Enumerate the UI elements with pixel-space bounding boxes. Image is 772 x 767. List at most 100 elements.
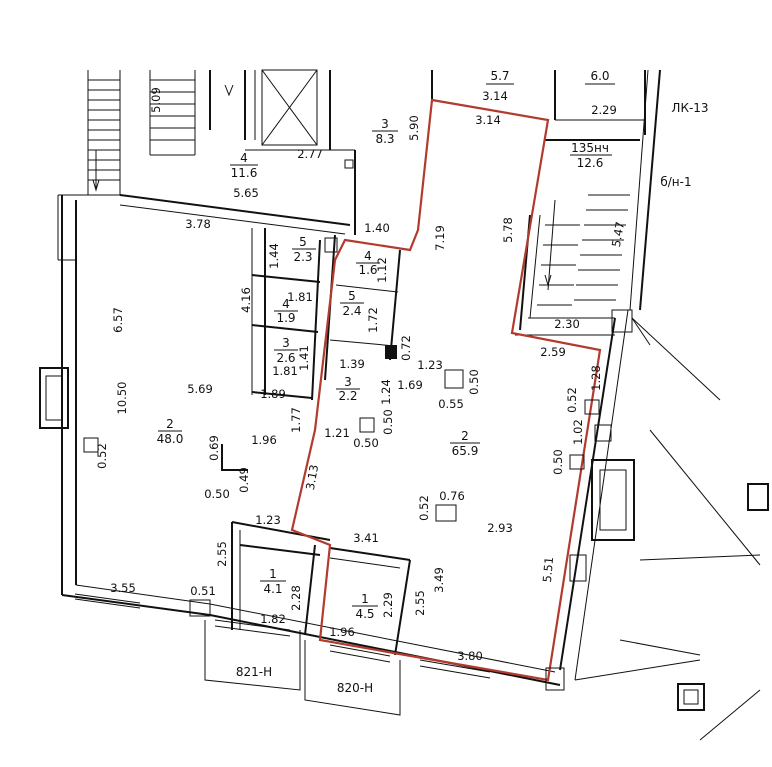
marker	[385, 345, 397, 359]
room-area: 4.5	[355, 607, 374, 621]
label-bn1: б/н-1	[660, 175, 691, 189]
room-area: 12.6	[577, 156, 604, 170]
dimension-value: 5.09	[149, 87, 163, 113]
room-area: 2.6	[276, 351, 295, 365]
dimension-value: 2.29	[381, 592, 395, 618]
marker	[344, 159, 354, 169]
dimension-value: 0.52	[417, 495, 431, 521]
room-area: 1.6	[358, 263, 377, 277]
room-labels: 2 48.0 2 65.9 4 11.6 3 8.3 5 2.3 4 1.9 3…	[157, 69, 615, 621]
dimension-value: 1.23	[417, 358, 443, 372]
room-area: 48.0	[157, 432, 184, 446]
room-area: 4.1	[263, 582, 282, 596]
room-area: 2.3	[293, 250, 312, 264]
room-index: 6.0	[590, 69, 609, 83]
dimension-value: 0.52	[95, 443, 109, 469]
arrow-icon	[92, 179, 100, 192]
dimension-value: 5.78	[501, 217, 515, 243]
dimension-value: 2.59	[540, 345, 566, 359]
dimension-value: 1.77	[289, 407, 303, 433]
label-lk13: ЛК-13	[671, 101, 708, 115]
dimension-value: 0.50	[381, 409, 395, 435]
dimension-value: 1.02	[571, 419, 585, 445]
dimension-value: 1.44	[267, 243, 281, 269]
dimension-value: 0.51	[190, 584, 216, 598]
dimension-value: 5.90	[407, 115, 421, 141]
dimension-value: 3.55	[110, 581, 136, 595]
room-area: 2.4	[342, 304, 361, 318]
dimension-value: 0.69	[207, 435, 221, 461]
dimension-value: 0.50	[353, 436, 379, 450]
windows	[39, 309, 769, 711]
stair-right	[537, 194, 630, 306]
arrow-icon	[544, 274, 552, 287]
room-index: 4	[364, 249, 372, 263]
dimension-value: 3.41	[353, 531, 379, 545]
dimension-value: 10.50	[115, 382, 129, 415]
dimension-value: 0.52	[565, 387, 579, 413]
dimension-value: 2.93	[487, 521, 513, 535]
exterior-lines	[574, 317, 761, 741]
annotations: ЛК-13 б/н-1 821-Н 820-Н	[236, 101, 709, 695]
label-820n: 820-Н	[337, 681, 373, 695]
dimension-value: 1.96	[251, 433, 277, 447]
dimension-value: 1.41	[297, 345, 311, 371]
dimension-value: 0.49	[237, 467, 251, 493]
dimension-value: 1.96	[329, 625, 355, 639]
dimension-value: 5.65	[233, 186, 259, 200]
dimension-value: 1.81	[272, 364, 298, 378]
dimension-value: 0.55	[438, 397, 464, 411]
room-index: 4	[282, 297, 290, 311]
dimension-value: 1.89	[260, 387, 286, 401]
dimension-value: 0.76	[439, 489, 465, 503]
arrow-icon	[224, 84, 234, 97]
dimension-value: 5.47	[609, 220, 627, 248]
dimension-value: 1.40	[364, 221, 390, 235]
room-index: 1	[269, 567, 277, 581]
dimension-value: 3.14	[482, 89, 508, 103]
dimension-value: 1.39	[339, 357, 365, 371]
dimension-value: 0.50	[467, 369, 481, 395]
room-index: 2	[166, 417, 174, 431]
dimension-value: 0.72	[399, 335, 413, 361]
dimension-value: 1.82	[260, 612, 286, 626]
dimension-value: 2.28	[289, 585, 303, 611]
dimension-value: 3.49	[432, 567, 446, 593]
room-index: 3	[344, 375, 352, 389]
label-821n: 821-Н	[236, 665, 272, 679]
dimension-value: 1.12	[375, 257, 389, 283]
room-index: 4	[240, 151, 248, 165]
marker	[324, 237, 338, 253]
room-area: 1.9	[276, 311, 295, 325]
dimension-value: 2.55	[215, 541, 229, 567]
dimension-value: 4.16	[239, 287, 253, 313]
stair-left	[88, 79, 195, 190]
dimension-value: 6.57	[111, 307, 125, 333]
highlighted-unit-outline	[290, 98, 602, 682]
room-index: 3	[381, 117, 389, 131]
room-area: 11.6	[231, 166, 258, 180]
dimension-value: 1.81	[287, 290, 313, 304]
dimension-value: 3.80	[457, 649, 483, 663]
dimension-value: 1.21	[324, 426, 350, 440]
dimension-value: 1.72	[366, 307, 380, 333]
dimension-value: 5.51	[540, 556, 556, 583]
room-area: 2.2	[338, 389, 357, 403]
dimension-value: 1.69	[397, 378, 423, 392]
room-area: 65.9	[452, 444, 479, 458]
room-area: 8.3	[375, 132, 394, 146]
dimension-value: 2.77	[297, 147, 323, 161]
dimension-value: 2.55	[413, 590, 427, 616]
room-index: 3	[282, 336, 290, 350]
dimension-value: 2.30	[554, 317, 580, 331]
room-index: 5.7	[490, 69, 509, 83]
room-index: 1	[361, 592, 369, 606]
dimension-value: 3.78	[185, 217, 211, 231]
dimension-value: 3.14	[475, 113, 501, 127]
room-index: 5	[348, 289, 356, 303]
room-index: 135нч	[571, 141, 609, 155]
dimension-value: 7.19	[433, 225, 447, 251]
dimension-value: 1.28	[589, 365, 603, 391]
dimension-value: 0.50	[551, 449, 565, 475]
